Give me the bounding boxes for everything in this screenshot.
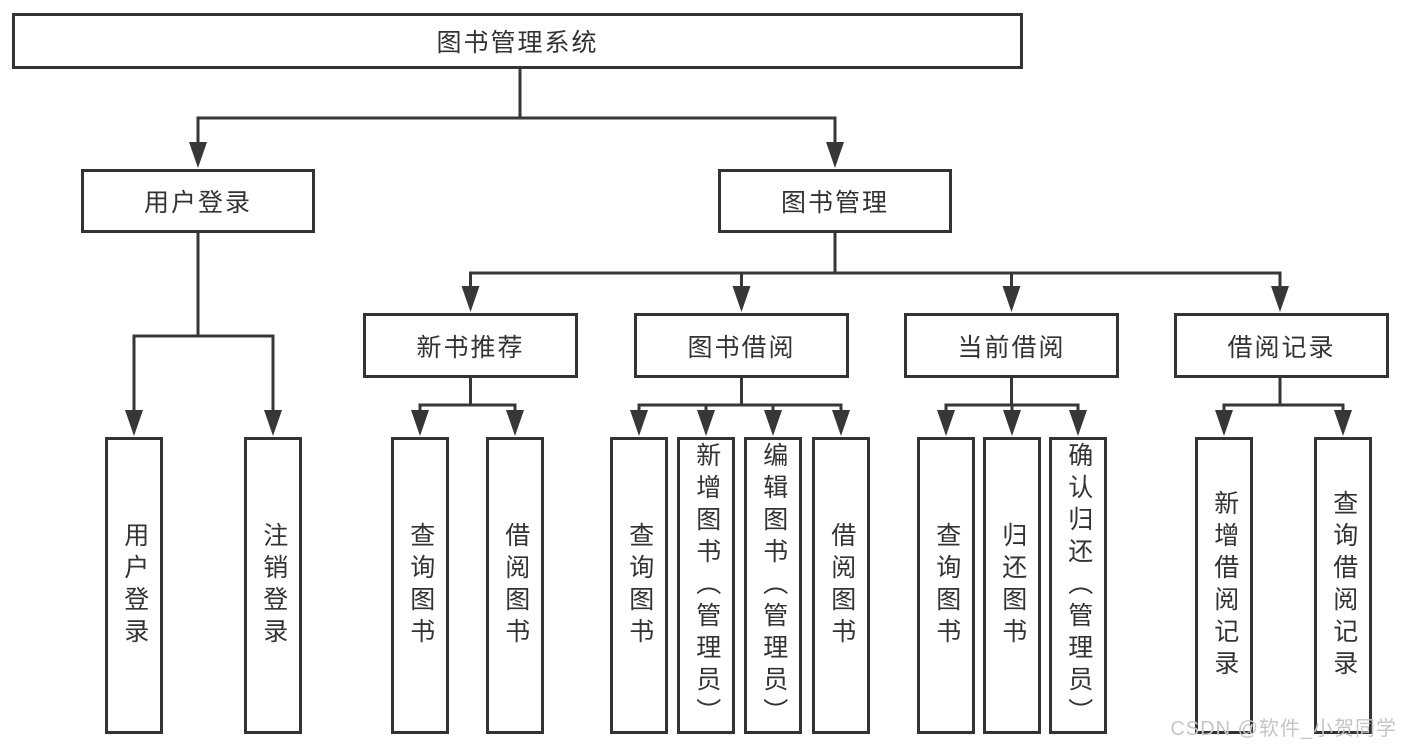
node-bb-borrow-book: 借阅图书 — [812, 437, 870, 734]
node-new-book-recommend: 新书推荐 — [363, 313, 578, 378]
watermark: CSDN @软件_小贺同学 — [1170, 718, 1397, 740]
connector-group — [132, 68, 1345, 414]
node-logout: 注销登录 — [244, 437, 302, 734]
arrowhead-group — [125, 142, 1352, 436]
node-bb-query-book: 查询图书 — [610, 437, 668, 734]
node-cb-return-book: 归还图书 — [983, 437, 1041, 734]
node-nb-borrow-book: 借阅图书 — [486, 437, 544, 734]
node-current-borrow: 当前借阅 — [904, 313, 1119, 378]
node-bb-add-book-admin: 新增图书（管理员） — [677, 437, 735, 734]
node-borrow-records: 借阅记录 — [1174, 313, 1389, 378]
node-login: 用户登录 — [105, 437, 163, 734]
node-br-add-record: 新增借阅记录 — [1195, 437, 1253, 734]
node-nb-query-book: 查询图书 — [391, 437, 449, 734]
node-book-management: 图书管理 — [718, 169, 952, 233]
node-book-borrow: 图书借阅 — [634, 313, 849, 378]
node-cb-confirm-return-admin: 确认归还（管理员） — [1049, 437, 1107, 734]
node-bb-edit-book-admin: 编辑图书（管理员） — [744, 437, 802, 734]
node-root: 图书管理系统 — [12, 13, 1023, 69]
node-user-login: 用户登录 — [81, 169, 315, 233]
node-br-query-record: 查询借阅记录 — [1314, 437, 1372, 734]
node-cb-query-book: 查询图书 — [917, 437, 975, 734]
